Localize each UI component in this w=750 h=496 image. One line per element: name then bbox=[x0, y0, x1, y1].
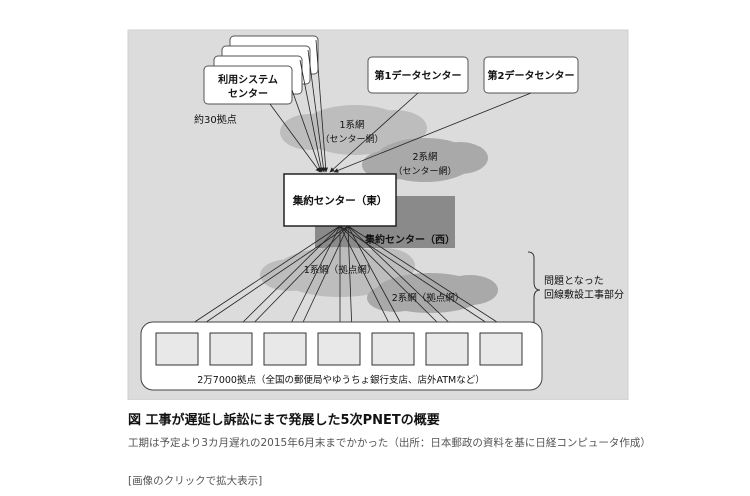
network-2-center-label: 2系網 bbox=[412, 151, 437, 163]
problem-label-2: 回線敷設工事部分 bbox=[544, 288, 624, 301]
user-center-label-2: センター bbox=[228, 88, 268, 100]
network-2-base-label: 2系網（拠点網） bbox=[392, 292, 465, 304]
user-center-label: 利用システム bbox=[218, 73, 278, 86]
base-boxes bbox=[155, 332, 523, 366]
data-center-2: 第2データセンター bbox=[488, 69, 575, 82]
network-1-center-sub: （センター網） bbox=[320, 133, 383, 145]
bases-label: 2万7000拠点（全国の郵便局やゆうちょ銀行支店、店外ATMなど） bbox=[197, 374, 484, 386]
user-system-centers: 利用システム センター bbox=[203, 35, 319, 105]
data-center-1: 第1データセンター bbox=[375, 69, 462, 82]
figure-description: 工期は予定より3カ月遅れの2015年6月末までかかった（出所：日本郵政の資料を基… bbox=[128, 437, 651, 449]
hub-west: 集約センター（西） bbox=[364, 233, 455, 246]
network-1-center-label: 1系網 bbox=[339, 119, 364, 131]
enlarge-image-link[interactable]: [画像のクリックで拡大表示] bbox=[128, 475, 263, 487]
problem-label: 問題となった bbox=[544, 275, 604, 287]
network-2-center-sub: （センター網） bbox=[393, 165, 456, 177]
hub-east: 集約センター（東） bbox=[292, 194, 388, 207]
user-center-links bbox=[269, 39, 532, 173]
network-diagram[interactable]: 利用システム センター 約30拠点 第1データセンター 第2データセンター 1系… bbox=[0, 0, 750, 400]
network-1-base-label: 1系網（拠点網） bbox=[304, 264, 377, 276]
hub-east-box bbox=[283, 173, 397, 227]
user-center-count: 約30拠点 bbox=[194, 113, 237, 126]
network-1-center-cloud bbox=[280, 105, 427, 155]
network-2-center-cloud bbox=[362, 138, 488, 182]
figure-title: 図 工事が遅延し訴訟にまで発展した5次PNETの概要 bbox=[128, 413, 440, 428]
network-2-base-cloud bbox=[367, 273, 498, 313]
base-links bbox=[177, 225, 515, 334]
